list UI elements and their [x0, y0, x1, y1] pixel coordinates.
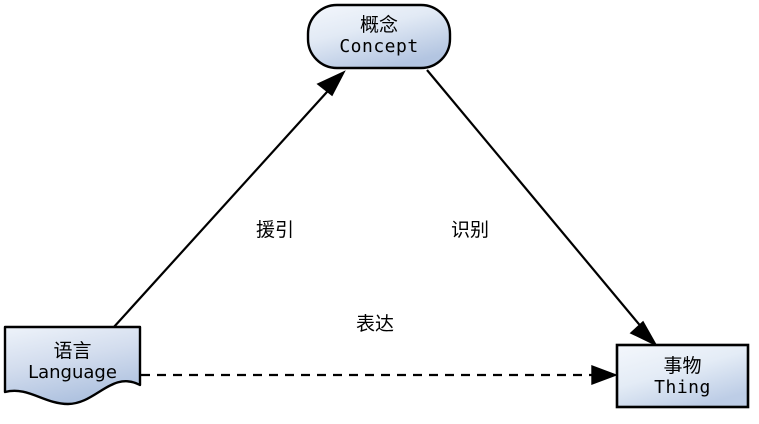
- node-thing[interactable]: [615, 343, 750, 409]
- node-language[interactable]: [3, 325, 142, 406]
- edge-label-identify: 识别: [451, 219, 490, 241]
- node-concept[interactable]: [306, 3, 452, 70]
- edge-label-express: 表达: [356, 313, 395, 335]
- edge-identify: [426, 69, 658, 347]
- edge-express: [141, 364, 618, 386]
- edge-cite: [112, 70, 346, 329]
- edge-label-cite: 援引: [256, 219, 295, 241]
